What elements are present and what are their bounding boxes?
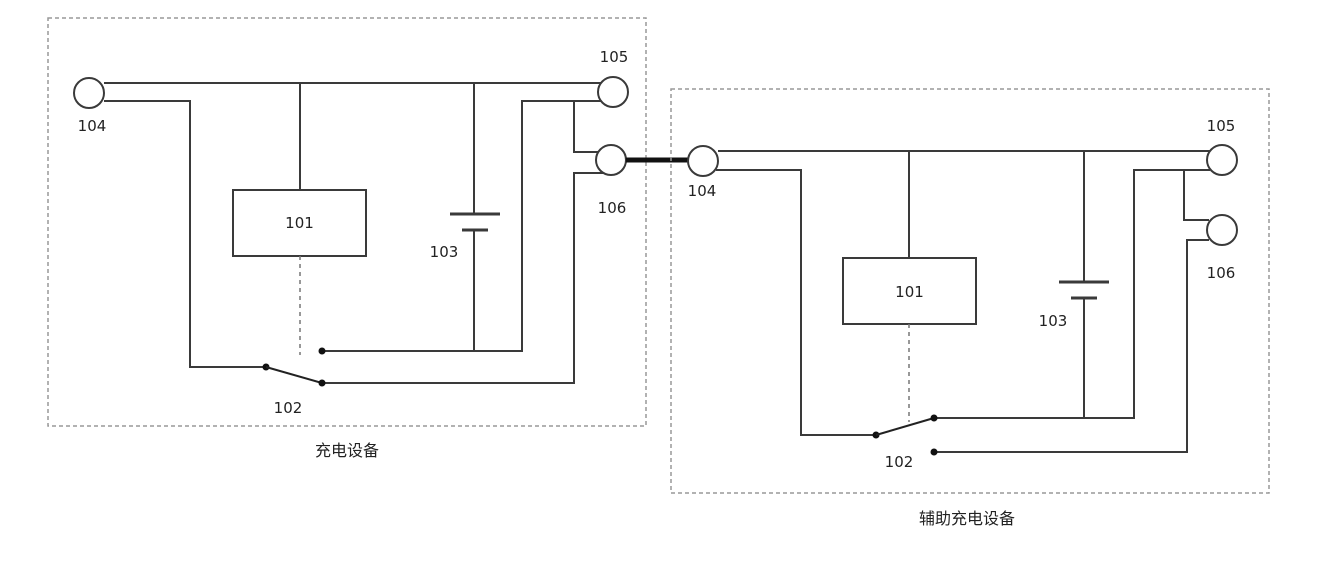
charger-terminal-104 bbox=[74, 78, 104, 108]
aux-switch-label: 102 bbox=[885, 453, 914, 471]
charger-terminal-104-label: 104 bbox=[78, 117, 107, 135]
aux-terminal-105-label: 105 bbox=[1207, 117, 1236, 135]
charger-wire-105-106 bbox=[574, 101, 606, 152]
charger-terminal-106-label: 106 bbox=[598, 199, 627, 217]
aux-terminal-104 bbox=[688, 146, 718, 176]
aux-controller-label: 101 bbox=[895, 283, 924, 301]
charger-terminal-105 bbox=[598, 77, 628, 107]
auxiliary-device-title: 辅助充电设备 bbox=[919, 509, 1015, 528]
aux-wire-105-106 bbox=[1184, 170, 1209, 220]
charger-battery-label: 103 bbox=[430, 243, 459, 261]
charging-device: 101 103 102 104 105 106 充电设备 bbox=[48, 18, 646, 460]
charger-controller-label: 101 bbox=[285, 214, 314, 232]
charging-device-title: 充电设备 bbox=[315, 441, 379, 460]
aux-terminal-106-label: 106 bbox=[1207, 264, 1236, 282]
aux-battery-label: 103 bbox=[1039, 312, 1068, 330]
charger-switch-label: 102 bbox=[274, 399, 303, 417]
charger-switch-contact-a bbox=[319, 348, 326, 355]
charger-switch-blade bbox=[266, 367, 322, 383]
aux-terminal-105 bbox=[1207, 145, 1237, 175]
charger-terminal-105-label: 105 bbox=[600, 48, 629, 66]
charger-terminal-106 bbox=[596, 145, 626, 175]
aux-terminal-104-label: 104 bbox=[688, 182, 717, 200]
aux-terminal-106 bbox=[1207, 215, 1237, 245]
aux-switch-contact-b bbox=[931, 449, 938, 456]
aux-switch-blade bbox=[876, 418, 934, 435]
auxiliary-charging-device: 101 103 102 104 105 106 辅助充电设备 bbox=[671, 89, 1269, 528]
charger-switch-contact-b bbox=[319, 380, 326, 387]
aux-switch-contact-a bbox=[931, 415, 938, 422]
